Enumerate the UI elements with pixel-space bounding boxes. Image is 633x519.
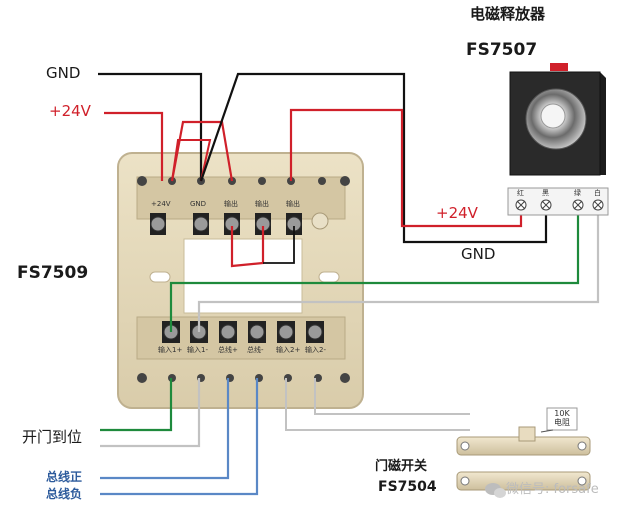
wire-bus-neg xyxy=(100,378,259,496)
wire-24v-left xyxy=(104,111,164,181)
wire-white xyxy=(197,205,600,332)
wire-24v-right xyxy=(289,108,523,228)
wire-bus-pos xyxy=(100,378,230,480)
release-terminal-green: 绿 xyxy=(574,189,581,197)
release-terminal-red: 红 xyxy=(517,189,524,197)
release-model: FS7507 xyxy=(466,40,538,60)
module-bottom-label-busp: 总线+ xyxy=(218,346,238,354)
wire-green xyxy=(169,205,580,332)
wire-gnd-right xyxy=(199,72,548,244)
label-gnd-left: GND xyxy=(46,64,81,82)
module-bottom-label-busn: 总线- xyxy=(247,346,264,354)
release-terminal-white: 白 xyxy=(594,189,601,197)
module-bottom-label-in1n: 输入1- xyxy=(187,346,208,354)
wire-door-in-place-green xyxy=(100,378,173,432)
resistor-label: 10K 电阻 xyxy=(554,409,570,427)
label-bus-neg: 总线负 xyxy=(46,487,83,501)
label-gnd-right: GND xyxy=(461,245,496,263)
module-bottom-label-in2n: 输入2- xyxy=(305,346,326,354)
fs7507-release xyxy=(507,63,609,216)
door-switch-title: 门磁开关 xyxy=(375,459,428,474)
label-door-in-place: 开门到位 xyxy=(22,428,83,446)
label-24v-right: +24V xyxy=(436,204,478,222)
module-bottom-label-in1p: 输入1+ xyxy=(158,346,183,354)
top-terminal-block xyxy=(150,212,329,235)
module-top-label-out2: 输出 xyxy=(255,200,269,208)
release-terminal-black: 黑 xyxy=(542,189,549,197)
wire-gnd-left xyxy=(98,72,203,181)
module-top-label-gnd: GND xyxy=(190,200,207,208)
internal-jumper xyxy=(230,226,265,268)
module-bottom-label-in2p: 输入2+ xyxy=(276,346,301,354)
module-top-label-out1: 输出 xyxy=(224,200,238,208)
wechat-icon xyxy=(485,483,506,498)
door-switch-model: FS7504 xyxy=(378,479,437,495)
module-model: FS7509 xyxy=(17,263,89,283)
wire-door-in-place-gray xyxy=(100,378,201,448)
module-top-label-out3: 输出 xyxy=(286,200,300,208)
module-top-label-24v: +24V xyxy=(151,200,171,208)
watermark: 微信号: forsafe xyxy=(506,482,599,497)
fs7509-module xyxy=(117,152,364,409)
label-24v-left: +24V xyxy=(49,102,91,120)
label-bus-pos: 总线正 xyxy=(46,470,83,484)
release-title: 电磁释放器 xyxy=(470,5,546,23)
